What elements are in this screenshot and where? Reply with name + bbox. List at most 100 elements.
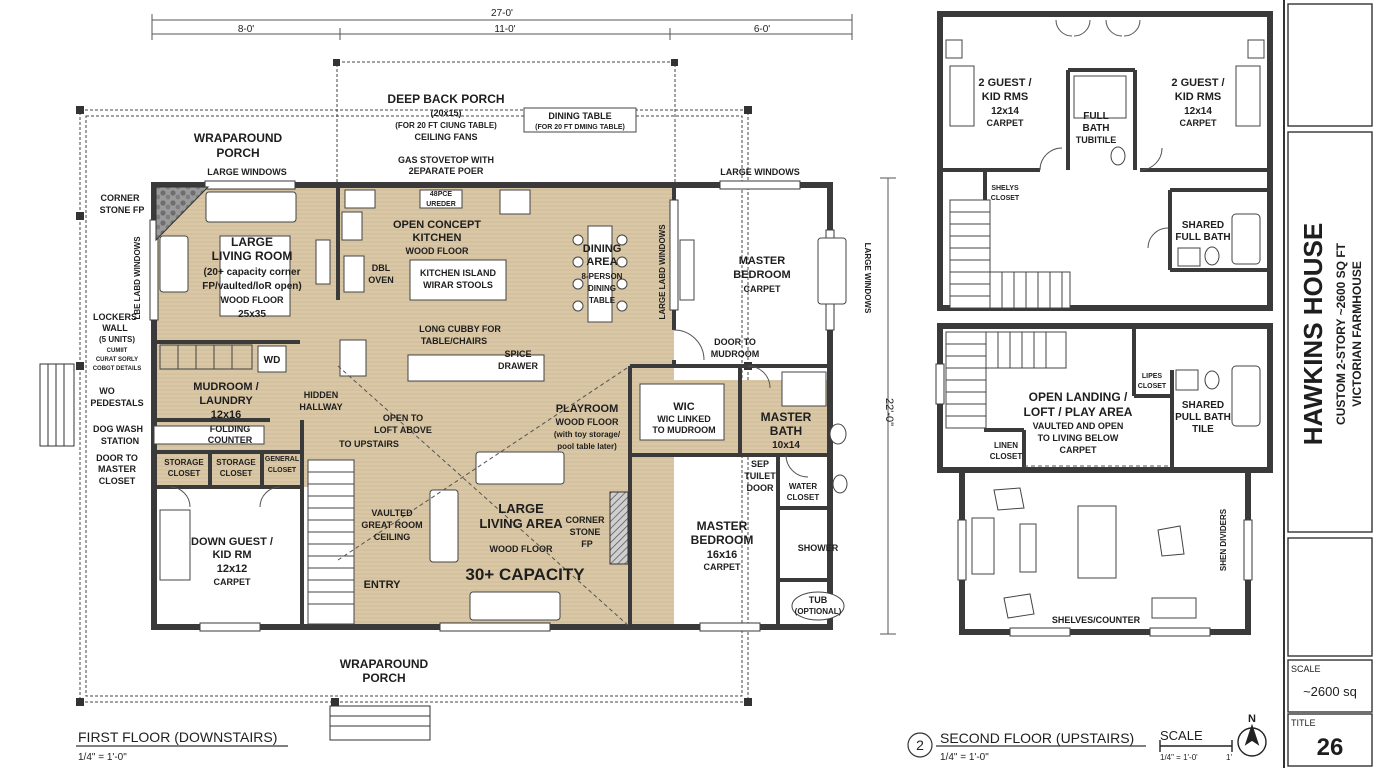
label-mudroom: MUDROOM / — [193, 381, 258, 393]
label-wo: WO — [99, 386, 115, 396]
scale-bar — [1159, 740, 1233, 752]
label-storage-2: STORAGE — [216, 458, 256, 467]
label-long-cubby: LONG CUBBY FOR — [419, 324, 501, 334]
label-wic: WIC — [673, 401, 694, 413]
label-master-2: MASTER — [697, 519, 748, 533]
label-appliance-bottom: UREDER — [426, 201, 456, 208]
north-label: N — [1248, 713, 1256, 725]
sf-label-to-living: TO LIVING BELOW — [1038, 433, 1119, 443]
label-door: DOOR — [747, 483, 775, 493]
label-living-area-floor: WOOD FLOOR — [490, 544, 553, 554]
label-counter: COUNTER — [208, 435, 253, 445]
label-large-windows-living: LARGE WINDOWS — [207, 167, 287, 177]
label-porch-dining-table: DINING TABLE — [548, 111, 611, 121]
label-wraparound-porch-top: WRAPAROUND — [194, 131, 283, 145]
sf-label-loft-carpet: CARPET — [1059, 445, 1097, 455]
second-floor-upper-doors — [1039, 19, 1169, 249]
label-loft-above: LOFT ABOVE — [374, 425, 432, 435]
label-station: STATION — [101, 436, 139, 446]
label-kitchen-floor: WOOD FLOOR — [406, 246, 469, 256]
label-stone-fp: STONE FP — [100, 205, 145, 215]
sf-label-lipes-closet: CLOSET — [1138, 383, 1167, 390]
sf-label-bath: BATH — [1082, 123, 1109, 134]
label-deep-back-porch: DEEP BACK PORCH — [387, 92, 504, 106]
label-playroom: PLAYROOM — [556, 403, 619, 415]
label-appliance-top: 48PCE — [430, 191, 453, 198]
label-locker-note-1: CUMIIT — [107, 348, 128, 354]
label-back-porch-table-note: (FOR 20 FT CIUNG TABLE) — [395, 121, 497, 130]
first-floor-title: FIRST FLOOR (DOWNSTAIRS) — [78, 729, 277, 745]
label-wic-linked: WIC LINKED — [657, 414, 711, 424]
label-living-fp-note: FP/vaulted/loR open) — [202, 281, 301, 292]
stairs-to-upstairs — [307, 459, 355, 625]
label-table: TABLE — [589, 296, 616, 305]
label-living-area-large: LARGE — [498, 501, 544, 516]
label-general: GENERAL — [265, 456, 300, 463]
label-corner: CORNER — [100, 193, 140, 203]
second-floor-lower-windows — [935, 363, 1253, 637]
label-locker-note-2: CURAT SORLY — [96, 357, 138, 363]
label-playroom-pool: pool table later) — [557, 442, 617, 451]
sf-scale-bar-tick: 1' — [1226, 753, 1232, 762]
label-porch-dining-table-note: (FOR 20 FT DMING TABLE) — [535, 124, 625, 131]
dim-left: 8-0' — [238, 24, 254, 35]
label-hidden: HIDDEN — [304, 390, 339, 400]
second-floor-plan — [76, 11, 1273, 758]
project-subtitle-1: CUSTOM 2-STORY ~2600 SQ FT — [1334, 242, 1348, 425]
label-water-closet: CLOSET — [787, 493, 820, 502]
sf-label-shelves-counter: SHELVES/COUNTER — [1052, 615, 1141, 625]
label-folding: FOLDING — [210, 424, 251, 434]
label-guest-carpet: CARPET — [213, 577, 251, 587]
label-shower: SHOWER — [798, 543, 839, 553]
label-ceiling: CEILING — [374, 532, 411, 542]
label-mudroom-door: MUDROOM — [711, 349, 760, 359]
label-lockers: LOCKERS — [93, 312, 137, 322]
label-locker-note-3: COBGT DETAILS — [93, 366, 142, 372]
sf-label-kid-rms-right: KID RMS — [1175, 91, 1221, 103]
second-floor-upper-interior-walls — [940, 68, 1270, 272]
label-to-upstairs: TO UPSTAIRS — [339, 439, 399, 449]
label-spice: SPICE — [504, 349, 531, 359]
label-wraparound-bottom: WRAPAROUND — [340, 657, 429, 671]
label-water: WATER — [789, 482, 818, 491]
project-title: HAWKINS HOUSE — [1298, 223, 1328, 445]
second-floor-lower-stairs — [945, 331, 1067, 429]
dim-right: 6-0' — [754, 24, 770, 35]
label-hallway: HALLWAY — [299, 402, 342, 412]
sheet-number: 26 — [1317, 734, 1344, 761]
label-playroom-storage: (with toy storage/ — [554, 430, 621, 439]
label-stone-2: STONE — [570, 527, 601, 537]
sf-label-shared: SHARED — [1182, 220, 1224, 231]
sf-label-size-left: 12x14 — [991, 106, 1019, 117]
label-dining-2: DINING — [588, 284, 616, 293]
dimension-lines-first-floor — [151, 14, 896, 635]
sheet-label: TITLE — [1291, 718, 1316, 728]
label-open-concept: OPEN CONCEPT — [393, 219, 481, 231]
lockers — [159, 344, 253, 370]
label-8-person: 8-PERSON — [582, 272, 623, 281]
first-floor-plan — [39, 14, 896, 741]
label-dbl: DBL — [372, 263, 391, 273]
sf-label-carpet-right: CARPET — [1179, 118, 1217, 128]
sf-label-full-bath: FULL BATH — [1175, 232, 1230, 243]
sf-label-kid-rms-left: KID RMS — [982, 91, 1028, 103]
label-dining-windows: LARGE LABD WINDOWS — [658, 224, 667, 320]
dim-middle: 11-0' — [494, 24, 515, 35]
sf-label-shared-2: SHARED — [1182, 400, 1224, 411]
label-bedroom-2: BEDROOM — [691, 533, 754, 547]
label-fp-2: FP — [581, 539, 593, 549]
sf-label-guest-right: 2 GUEST / — [1171, 77, 1224, 89]
sf-label-dividers: SHEN DIVIDERS — [1219, 508, 1228, 571]
sheet-title-underlines — [76, 732, 1146, 758]
sf-label-open-landing: OPEN LANDING / — [1029, 390, 1128, 404]
label-open-to: OPEN TO — [383, 413, 423, 423]
label-kitchen-island: KITCHEN ISLAND — [420, 268, 496, 278]
vault-lines — [337, 365, 631, 628]
label-toilet: TUILET — [744, 471, 776, 481]
label-door-to-master: DOOR TO — [96, 453, 138, 463]
second-floor-upper-furniture — [945, 39, 1265, 267]
label-mudroom-size: 12x16 — [211, 409, 242, 421]
